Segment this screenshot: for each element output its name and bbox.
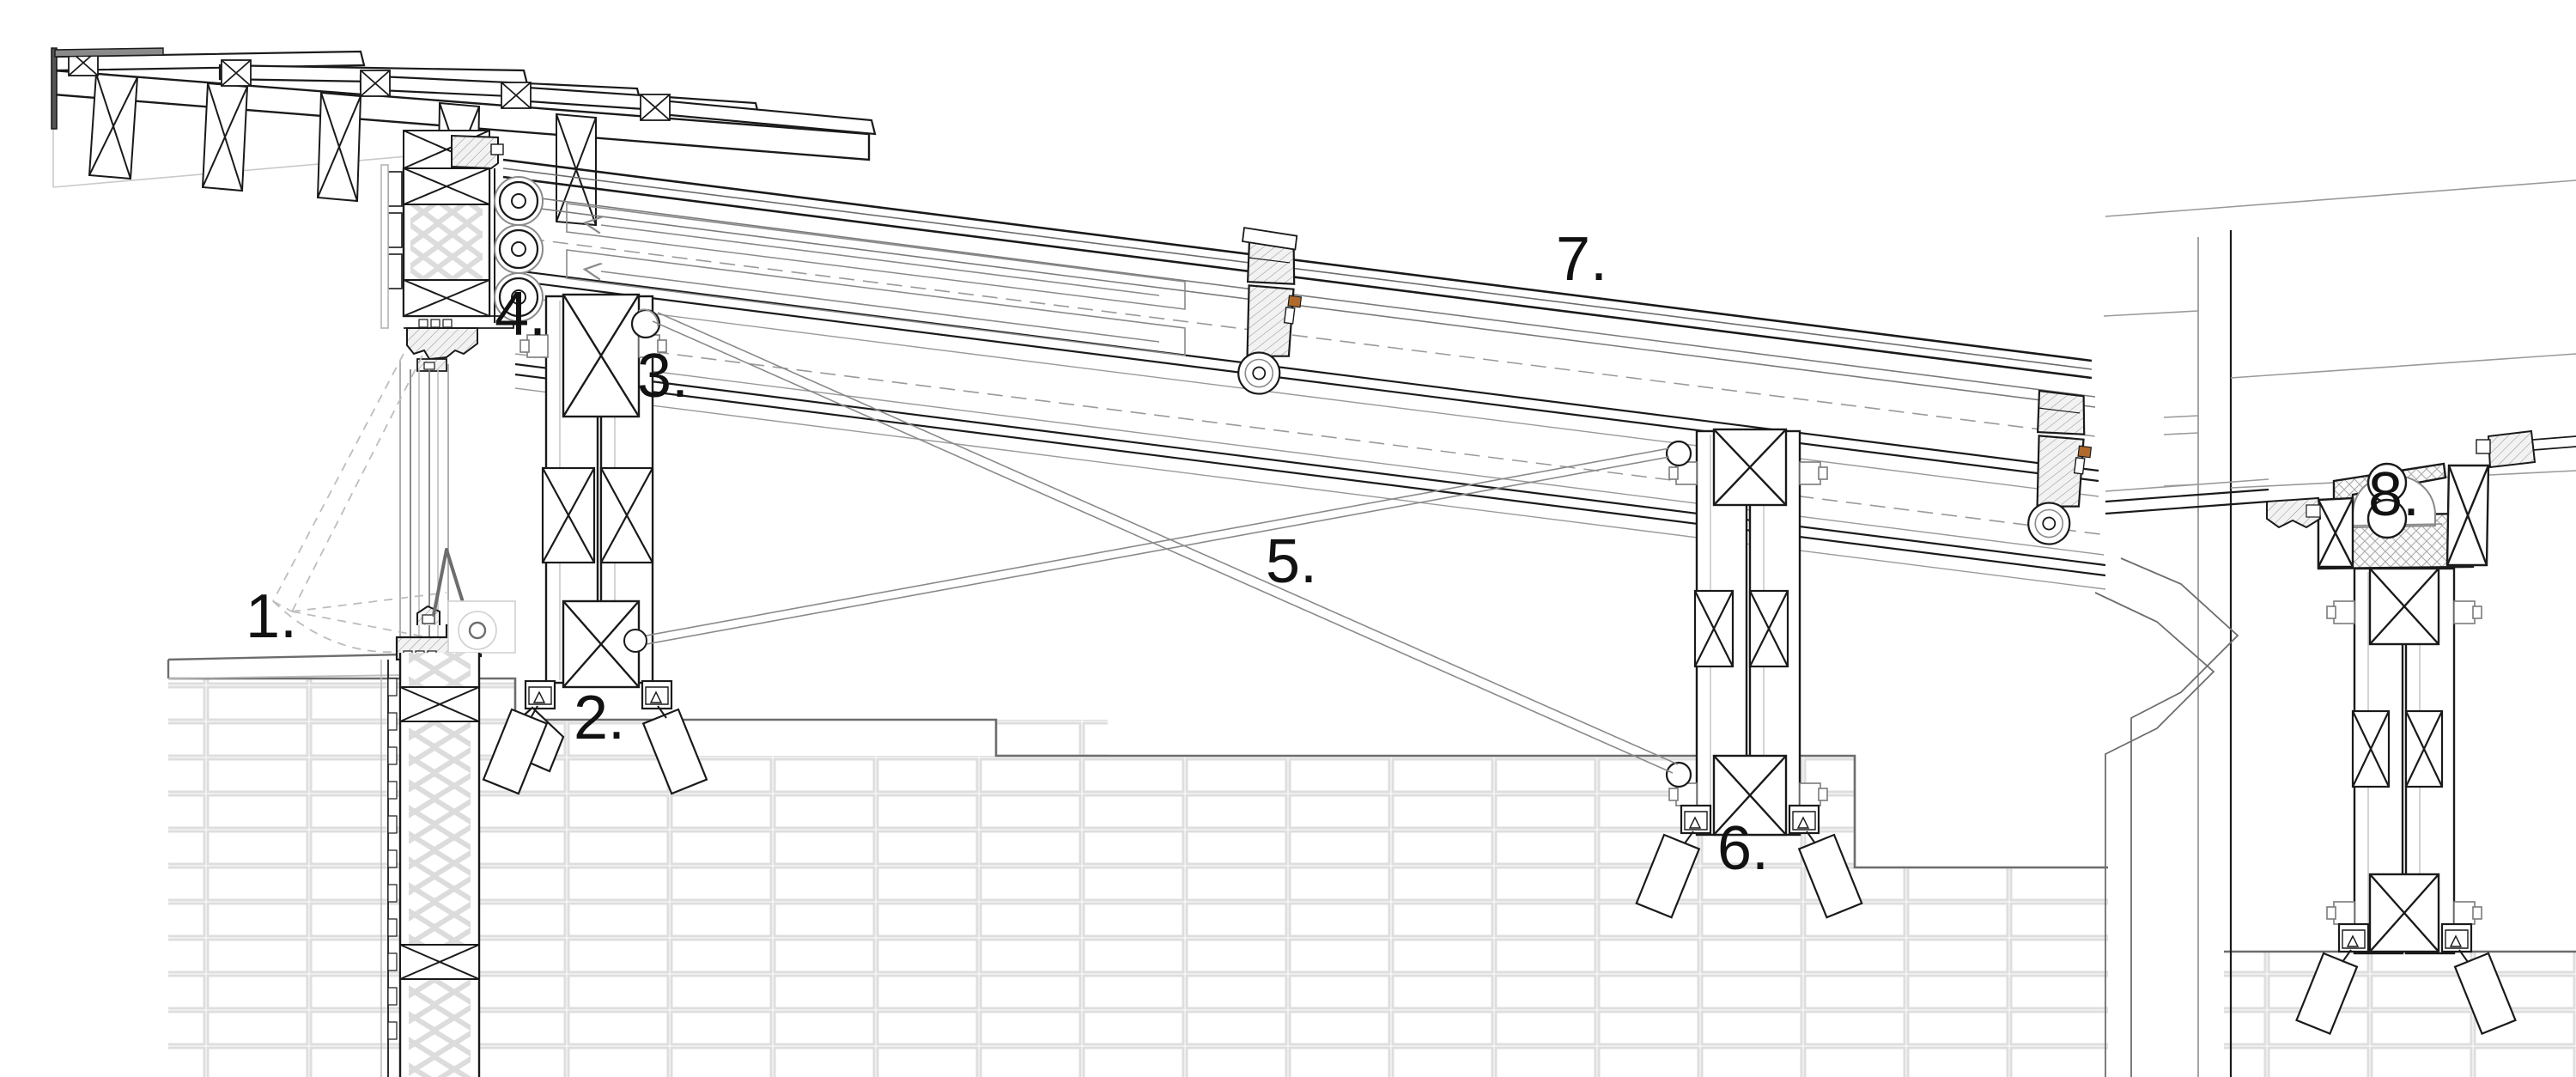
callout-6: 6. — [1717, 814, 1769, 883]
callout-2: 2. — [574, 684, 625, 752]
awning-fabric-track — [506, 193, 2096, 408]
callout-labels: 1. 2. 3. 4. 5. 6. 7. 8. — [246, 225, 2420, 883]
callout-4: 4. — [495, 280, 546, 349]
awning-fabric-track-lower — [507, 268, 2099, 483]
rear-post-cable-eye-bottom — [1665, 761, 1692, 788]
rear-post-cable-eye-top — [1665, 440, 1692, 467]
right-brick-stub — [2224, 952, 2576, 1077]
right-building-assembly — [2094, 180, 2576, 1077]
gutter-top-flashing — [2476, 429, 2576, 469]
roof-left-fascia — [51, 47, 164, 130]
awning-top-rail — [502, 158, 2093, 380]
far-right-post-pair — [2295, 567, 2517, 1036]
wall-head-side-plates — [380, 164, 403, 329]
left-wall-head-assembly — [380, 130, 514, 372]
left-brick-pier — [168, 678, 404, 1077]
front-post-head-bolts — [519, 334, 667, 358]
sash-swing-indicator — [272, 353, 447, 654]
callout-1: 1. — [246, 582, 297, 651]
awning-carriage-2 — [2027, 389, 2093, 545]
awning-pulley-stack — [494, 176, 544, 322]
rear-post-pair — [1635, 428, 1863, 919]
awning-carriage-1 — [1237, 239, 1303, 395]
callout-7: 7. — [1556, 225, 1607, 294]
awning-direction-arrow-lower — [566, 249, 1186, 356]
awning-cill-profile — [406, 327, 478, 372]
awning-head-profile — [451, 134, 504, 170]
rear-post-base-anchors — [1635, 804, 1863, 919]
callout-3: 3. — [637, 342, 689, 411]
callout-8: 8. — [2368, 460, 2420, 529]
gutter-outlet-lower — [2366, 498, 2408, 539]
sloping-roof-assembly — [51, 47, 877, 227]
retractable-awning-assembly — [494, 158, 2106, 590]
awning-bracket-mid — [1242, 227, 1298, 251]
front-post-pair — [482, 293, 708, 795]
front-post-cable-eye — [630, 308, 661, 339]
zigzag-break-line — [2094, 557, 2239, 1077]
eaves-gutter — [2317, 462, 2475, 570]
roof-batten-blocks — [68, 49, 671, 121]
callout-5: 5. — [1266, 527, 1317, 596]
wall-ties — [387, 678, 398, 1040]
stay-cables — [623, 312, 1679, 774]
awning-direction-arrow-upper — [566, 203, 1186, 310]
left-slab-and-cill — [167, 548, 516, 679]
gutter-left-bracket — [2266, 496, 2322, 529]
left-cavity-wall-section — [380, 653, 481, 1077]
front-post-base-anchors — [482, 679, 708, 795]
